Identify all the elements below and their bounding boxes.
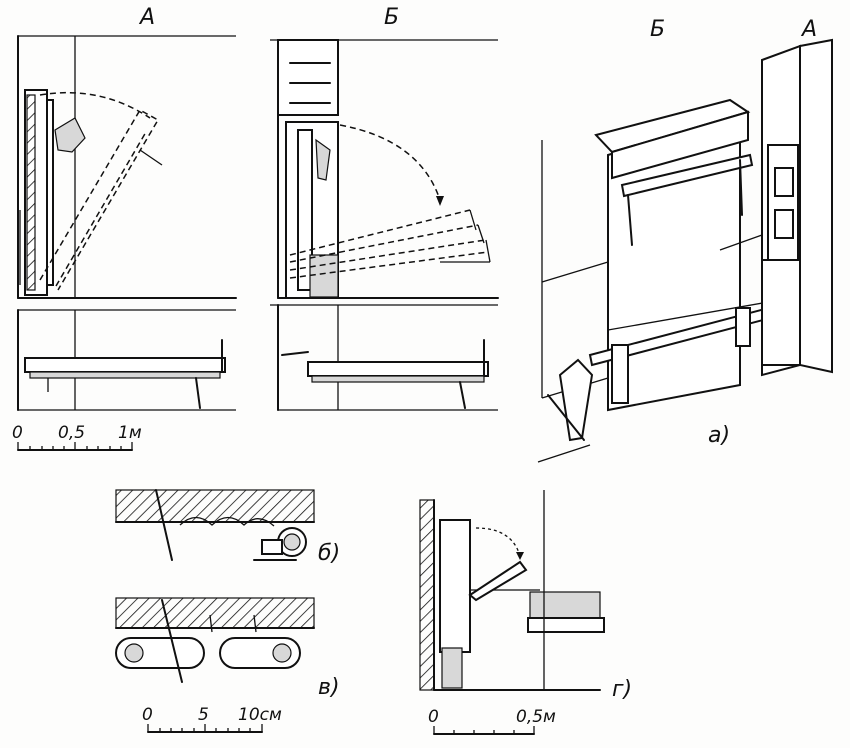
scale-bar-detail <box>147 724 263 733</box>
view-b-elevation <box>270 39 499 299</box>
label-figure-a: а) <box>708 423 730 448</box>
detail-b <box>115 489 315 561</box>
scale-bar-small <box>433 726 535 735</box>
label-view-b-right: Б <box>650 17 665 42</box>
scale-main-mid: 0,5 <box>58 423 85 443</box>
scale-small-zero: 0 <box>428 707 439 727</box>
view-b-plan <box>270 304 498 411</box>
scale-main-end: 1м <box>118 423 142 443</box>
view-a-plan <box>17 309 236 411</box>
scale-detail-end: 10см <box>238 705 282 725</box>
label-figure-v: в) <box>318 675 340 700</box>
perspective-view <box>537 38 833 463</box>
view-a-elevation <box>17 35 237 299</box>
scale-detail-zero: 0 <box>142 705 153 725</box>
label-view-a-right: А <box>800 17 817 42</box>
label-view-a-left: А <box>138 5 155 30</box>
scale-small-end: 0,5м <box>516 707 556 727</box>
label-figure-b: б) <box>318 541 340 566</box>
detail-v <box>115 597 315 683</box>
label-view-b-left: Б <box>384 5 399 30</box>
scale-detail-mid: 5 <box>198 705 209 725</box>
detail-g <box>419 490 605 691</box>
label-figure-g: г) <box>612 677 632 702</box>
scale-main-zero: 0 <box>12 423 23 443</box>
scale-bar-main <box>17 442 133 451</box>
